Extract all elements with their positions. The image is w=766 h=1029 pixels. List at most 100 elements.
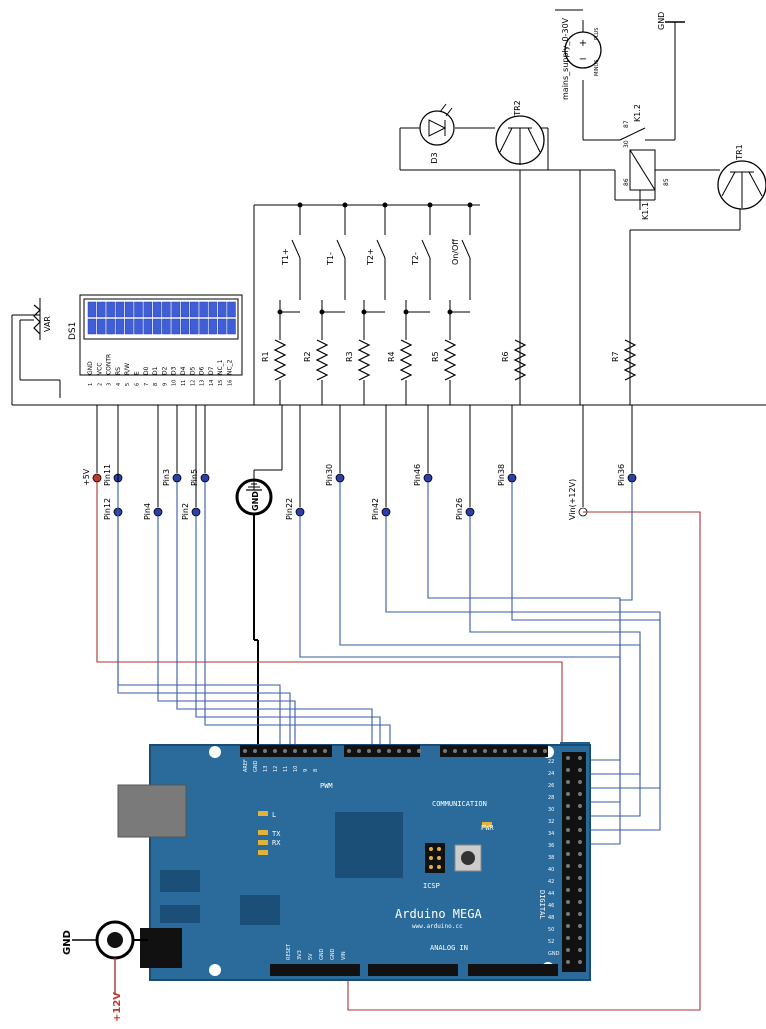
header-pin xyxy=(578,816,582,820)
digital-pin-label: 38 xyxy=(548,855,554,861)
lcd-pin-number: 3 xyxy=(107,383,113,386)
header-top-mid xyxy=(344,745,420,757)
tr2-label: TR2 xyxy=(513,100,522,117)
digital-pin-label: 30 xyxy=(548,807,554,813)
header-pin xyxy=(253,749,257,753)
icsp-header xyxy=(425,843,445,873)
digital-pin-label: 40 xyxy=(548,867,554,873)
header-pin xyxy=(397,749,401,753)
lcd-pin-label: D0 xyxy=(143,366,150,375)
top-gnd: GND xyxy=(657,12,685,30)
lcd-display xyxy=(87,301,236,335)
lcd-cell xyxy=(190,301,199,318)
wire-lcd xyxy=(117,482,291,752)
lcd-cell xyxy=(217,318,227,335)
connector-label: Pin12 xyxy=(103,498,112,520)
transistor-tr2: TR2 xyxy=(495,100,545,165)
lcd-cell xyxy=(97,301,106,318)
header-pin xyxy=(263,749,267,753)
lcd-pin-number: 8 xyxy=(153,383,159,386)
junction-dot xyxy=(403,309,409,315)
board-name: Arduino MEGA xyxy=(395,907,482,921)
digital-pin-label: 24 xyxy=(548,771,554,777)
lcd-cell xyxy=(97,318,106,335)
header-pin xyxy=(463,749,467,753)
lcd-cell xyxy=(152,301,162,318)
header-pin xyxy=(513,749,517,753)
digital-pin-label: 42 xyxy=(548,879,554,885)
header-pin xyxy=(578,888,582,892)
top-pin-label: 10 xyxy=(293,766,299,772)
header-pin xyxy=(417,749,421,753)
junction-dot xyxy=(427,202,433,208)
lcd-module xyxy=(79,294,243,376)
power-pin-label: RESET xyxy=(286,943,292,960)
transistor-tr1: TR1 xyxy=(717,144,766,210)
connector-label: Pin38 xyxy=(497,464,506,486)
header-pin xyxy=(578,876,582,880)
header-pin xyxy=(578,864,582,868)
analog-label: ANALOG IN xyxy=(430,944,468,952)
connector-label: Pin36 xyxy=(617,464,626,486)
relay-label: K1.2 xyxy=(633,104,642,122)
header-pin xyxy=(578,960,582,964)
lcd-pin-label: D4 xyxy=(180,366,187,375)
connector-label: Pin4 xyxy=(143,503,152,520)
lcd-pin-label: CONTR xyxy=(106,354,113,375)
lcd-cell xyxy=(143,318,153,335)
lcd-pin-label: D6 xyxy=(199,366,206,375)
header-pin xyxy=(578,756,582,760)
lcd-pin-label: D2 xyxy=(161,366,168,375)
switch-blade xyxy=(291,239,301,259)
header-pin xyxy=(566,900,570,904)
digital-pin-label: 34 xyxy=(548,831,554,837)
resistor-label: R3 xyxy=(345,351,354,362)
lcd-cell xyxy=(87,318,97,335)
digital-pin-label: GND xyxy=(548,951,560,957)
wire-digital xyxy=(572,482,633,845)
connector-pin xyxy=(423,473,433,483)
lcd-pin-number: 11 xyxy=(181,380,187,386)
relay-pin-86: 86 xyxy=(623,178,630,186)
junction-dot xyxy=(361,309,367,315)
digital-pin-label: 50 xyxy=(548,927,554,933)
lcd-cell xyxy=(180,318,190,335)
top-gnd-label: GND xyxy=(657,12,666,30)
top-pin-label: 9 xyxy=(303,769,309,772)
top-pin-label: 8 xyxy=(313,769,319,772)
header-pin xyxy=(483,749,487,753)
lcd-pin-number: 16 xyxy=(228,380,234,386)
lcd-pin-number: 10 xyxy=(172,380,178,386)
header-pin xyxy=(578,912,582,916)
lcd-pin-number: 4 xyxy=(116,383,122,386)
header-pin xyxy=(578,936,582,940)
digital-label: DIGITAL xyxy=(538,890,546,920)
relay-pin-87: 87 xyxy=(623,120,630,128)
lcd-cell xyxy=(217,301,227,318)
header-pin xyxy=(407,749,411,753)
header-pin xyxy=(566,864,570,868)
header-pin xyxy=(566,912,570,916)
digital-pin-label: 28 xyxy=(548,795,554,801)
rx-label: RX xyxy=(272,839,281,847)
resistor-label: R2 xyxy=(303,351,312,362)
header-pin xyxy=(566,840,570,844)
power-jack-external: GND +12V xyxy=(62,920,148,1022)
junction-dot xyxy=(342,202,348,208)
lcd-cell xyxy=(227,318,236,335)
wire-digital xyxy=(385,516,661,789)
relay-coil xyxy=(629,149,656,191)
lcd-cell xyxy=(162,318,171,335)
lcd-cell xyxy=(227,301,236,318)
connector-label: Vin(+12V) xyxy=(568,479,577,520)
switch-blade xyxy=(421,239,431,259)
connector-label: Pin22 xyxy=(285,498,294,520)
connector-pin xyxy=(191,507,201,517)
resistor-label: R7 xyxy=(611,351,620,362)
resistor-label: R4 xyxy=(387,351,396,362)
header-pin xyxy=(347,749,351,753)
header-pin xyxy=(578,780,582,784)
lcd-cell xyxy=(124,318,134,335)
lcd-cell xyxy=(134,318,143,335)
